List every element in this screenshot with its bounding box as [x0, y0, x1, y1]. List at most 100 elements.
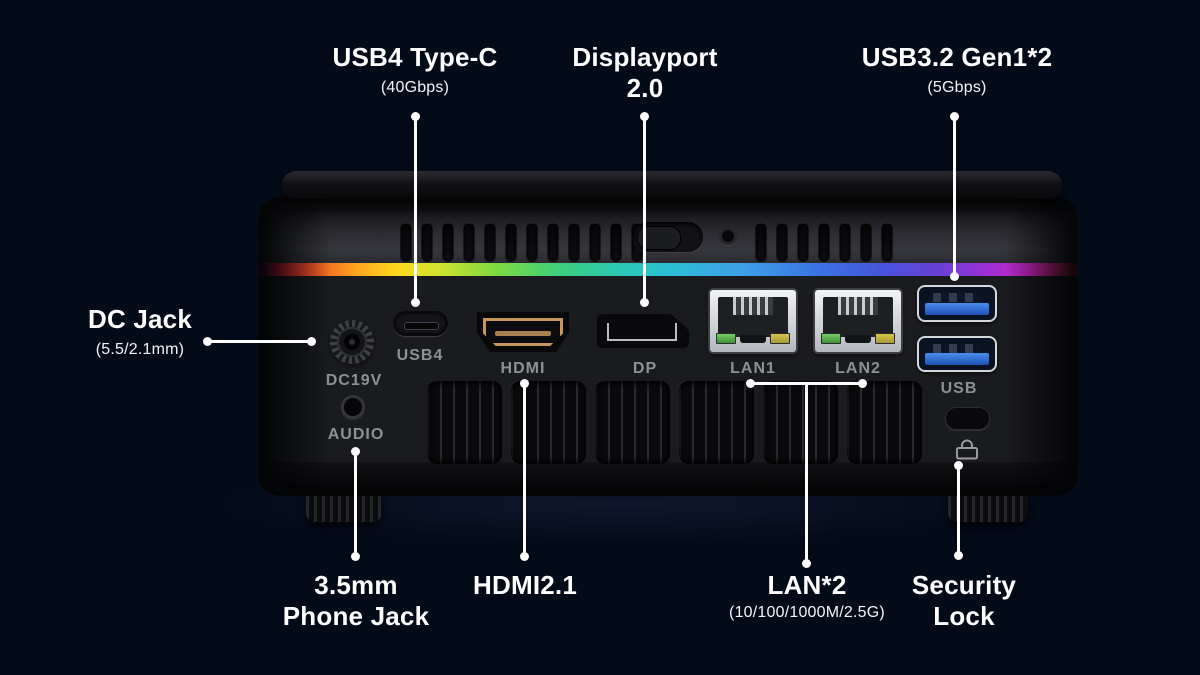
callout-label-phone-jack: 3.5mm Phone Jack	[283, 570, 430, 632]
rj45-tab-slot	[845, 335, 871, 343]
lan2-port-label: LAN2	[835, 360, 881, 377]
lan1-port	[708, 288, 798, 354]
callout-label-usb32: USB3.2 Gen1*2 (5Gbps)	[862, 42, 1052, 97]
callout-dot	[639, 111, 649, 121]
hdmi-tongue	[495, 331, 551, 336]
hdmi-port	[477, 312, 569, 352]
callout-title: LAN*2	[767, 570, 847, 600]
lan2-green-led	[821, 333, 841, 344]
callout-dot	[306, 336, 316, 346]
callout-label-displayport: Displayport 2.0	[572, 42, 717, 104]
security-lock-slot	[945, 407, 990, 430]
dc-power-jack	[330, 320, 374, 364]
usb-port-label: USB	[940, 380, 978, 397]
callout-subtitle: (5.5/2.1mm)	[95, 341, 185, 358]
lan1-port-label: LAN1	[730, 360, 776, 377]
usb-a-pins	[933, 293, 981, 302]
callout-label-usb4: USB4 Type-C (40Gbps)	[333, 42, 498, 97]
callout-title: Displayport	[572, 42, 718, 72]
callout-title: Security	[911, 570, 1017, 600]
vent-slot	[610, 223, 622, 262]
hdmi-port-label: HDMI	[500, 360, 546, 377]
callout-dot	[949, 271, 959, 281]
callout-dot	[639, 297, 649, 307]
top-vents-right	[755, 223, 893, 262]
lan2-port	[813, 288, 903, 354]
callout-dot	[519, 551, 529, 561]
rj45-tab-slot	[740, 335, 766, 343]
callout-label-hdmi: HDMI2.1	[473, 570, 577, 601]
displayport-port	[597, 314, 689, 348]
callout-dot	[202, 336, 212, 346]
callout-subtitle: (40Gbps)	[380, 79, 450, 96]
callout-dot	[350, 551, 360, 561]
callout-dot	[519, 378, 529, 388]
callout-line-security-lock	[957, 465, 960, 554]
rgb-light-strip	[258, 263, 1078, 276]
vent-slot	[776, 223, 788, 262]
callout-line-lan	[805, 382, 808, 563]
callout-dot	[350, 446, 360, 456]
callout-dot	[953, 460, 963, 470]
dc-jack-ring	[337, 327, 367, 357]
callout-line-usb4	[414, 117, 417, 302]
vent-slot	[818, 223, 830, 262]
callout-line-phone-jack	[354, 451, 357, 555]
callout-dot	[801, 558, 811, 568]
vent-slot	[463, 223, 475, 262]
dc-port-label: DC19V	[325, 372, 383, 389]
vent-slot	[860, 223, 872, 262]
callout-label-dc-jack: DC Jack (5.5/2.1mm)	[88, 304, 192, 359]
audio-jack	[341, 395, 365, 419]
under-lid-band	[258, 197, 1078, 213]
lan2-yellow-led	[875, 333, 895, 344]
rj45-cavity	[823, 297, 893, 337]
vent-slot	[442, 223, 454, 262]
callout-title: DC Jack	[87, 304, 193, 334]
vent-slot	[547, 223, 559, 262]
lan1-green-led	[716, 333, 736, 344]
callout-dot	[953, 550, 963, 560]
callout-subtitle: (5Gbps)	[927, 79, 987, 96]
callout-title: 2.0	[626, 73, 664, 103]
audio-port-label: AUDIO	[327, 426, 385, 443]
security-lock-icon	[955, 439, 979, 465]
bottom-vent-grille	[763, 381, 838, 464]
vent-slot	[400, 223, 412, 262]
callout-title: Phone Jack	[282, 601, 430, 631]
dp-connector	[607, 323, 677, 341]
callout-title: Lock	[933, 601, 995, 631]
callout-line-usb32	[953, 116, 956, 276]
callout-dot	[410, 297, 420, 307]
dc-jack-pin	[349, 339, 355, 345]
vent-slot	[755, 223, 767, 262]
usb-a-port-bottom	[917, 336, 997, 372]
callout-label-lan: LAN*2 (10/100/1000M/2.5G)	[729, 570, 885, 622]
top-vents-left	[400, 223, 643, 262]
bottom-chassis-band	[258, 462, 1078, 496]
vent-slot	[505, 223, 517, 262]
bottom-vent-grille	[427, 381, 502, 464]
bottom-vent-grille	[595, 381, 670, 464]
vent-slot	[839, 223, 851, 262]
bottom-vent-grille	[679, 381, 754, 464]
callout-title: USB3.2 Gen1*2	[861, 42, 1053, 72]
usb-c-slot	[404, 322, 439, 330]
callout-line-displayport	[643, 117, 646, 302]
vent-slot	[526, 223, 538, 262]
usb-a-port-top	[917, 285, 997, 322]
bottom-vent-grille	[847, 381, 922, 464]
callout-dot	[410, 111, 420, 121]
usb4-port-label: USB4	[396, 347, 444, 364]
vent-slot	[881, 223, 893, 262]
lan1-yellow-led	[770, 333, 790, 344]
callout-title: 3.5mm	[314, 570, 398, 600]
rj45-pins	[838, 297, 878, 315]
usb-a-pins	[933, 344, 981, 353]
top-round-hole	[719, 227, 737, 245]
rj45-pins	[733, 297, 773, 315]
callout-dot	[949, 111, 959, 121]
callout-line-hdmi	[523, 383, 526, 555]
usb4-type-c-port	[393, 311, 448, 336]
